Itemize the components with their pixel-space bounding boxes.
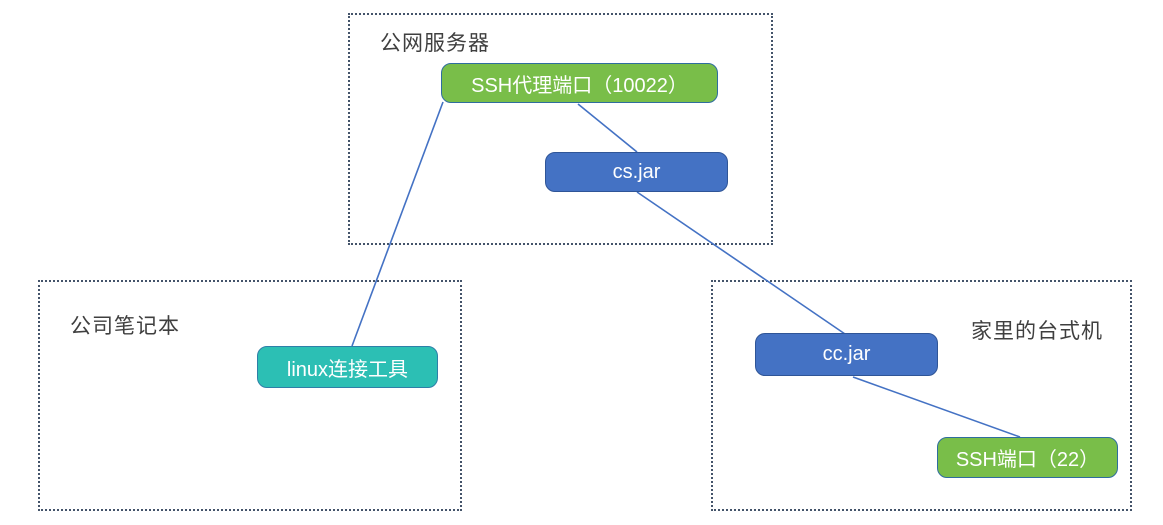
- node-cs-jar: cs.jar: [545, 152, 728, 192]
- group-title-home-desktop: 家里的台式机: [971, 320, 1103, 343]
- node-linux-connect-tool: linux连接工具: [257, 346, 438, 388]
- node-ssh-proxy-port: SSH代理端口（10022）: [441, 63, 718, 103]
- node-ssh-port-22: SSH端口（22）: [937, 437, 1118, 478]
- group-title-public-server: 公网服务器: [380, 32, 490, 55]
- group-home-desktop: 家里的台式机: [711, 280, 1132, 511]
- node-cc-jar: cc.jar: [755, 333, 938, 376]
- group-company-laptop: 公司笔记本: [38, 280, 462, 511]
- group-title-company-laptop: 公司笔记本: [70, 315, 180, 338]
- group-public-server: 公网服务器: [348, 13, 773, 245]
